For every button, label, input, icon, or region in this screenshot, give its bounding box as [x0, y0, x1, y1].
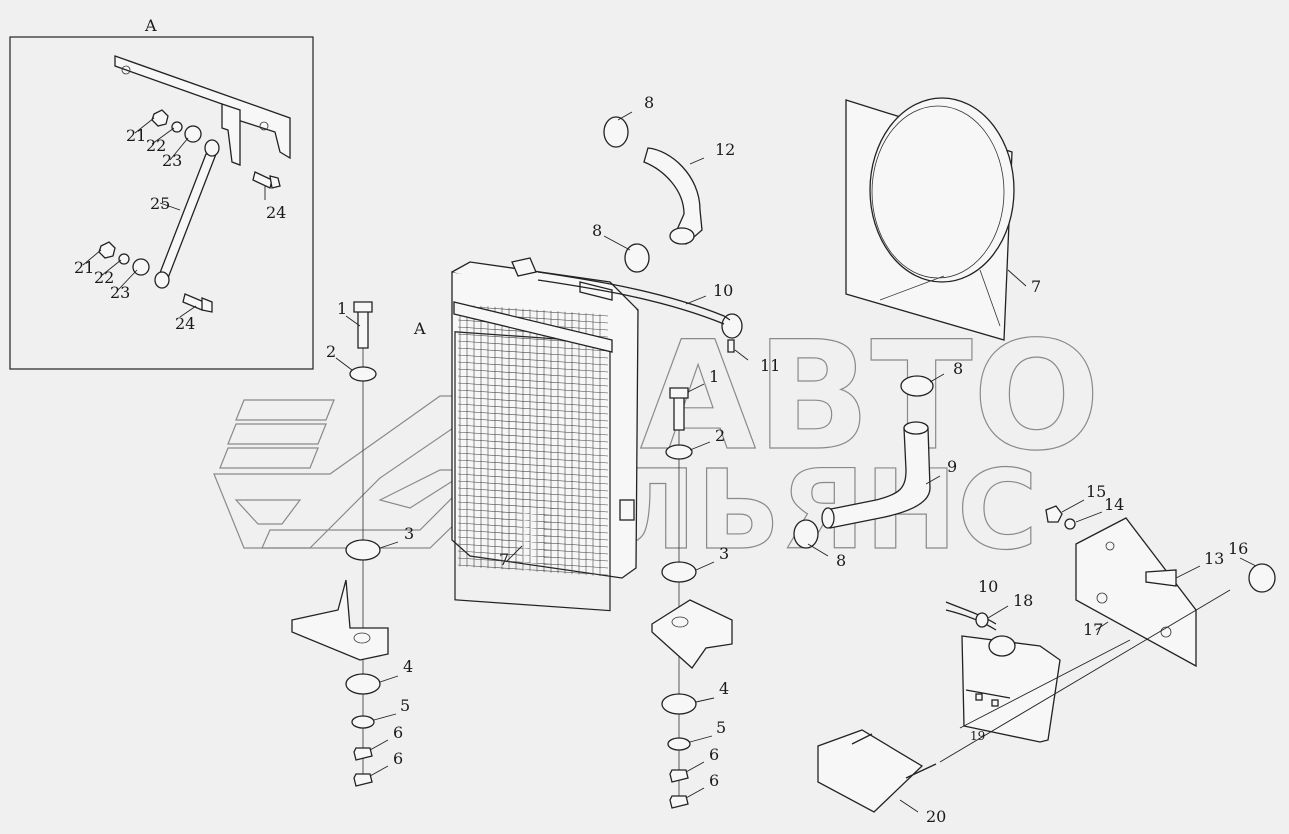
upper-hose — [643, 147, 703, 245]
callout-i-24a: 24 — [266, 203, 286, 222]
callout-labels-small: 19 — [970, 729, 985, 743]
callout-c-17: 17 — [1083, 620, 1103, 639]
callout-c-8b: 8 — [592, 221, 602, 240]
callout-c-4b: 4 — [719, 679, 729, 698]
clamps — [603, 116, 934, 549]
callout-c-9: 9 — [947, 457, 957, 476]
expansion-tank — [961, 635, 1061, 743]
inset-frame-bracket — [114, 55, 291, 166]
callout-c-7a: 7 — [1031, 277, 1041, 296]
callout-c-8c: 8 — [953, 359, 963, 378]
callout-c-18: 18 — [1013, 591, 1033, 610]
callout-c-10b: 10 — [978, 577, 998, 596]
right-mount-stack — [651, 387, 733, 809]
radiator-core — [454, 331, 611, 612]
callout-i-23a: 23 — [162, 151, 182, 170]
fan-shroud — [845, 97, 1015, 341]
callout-i-21a: 21 — [126, 126, 146, 145]
inset-view-a: A — [9, 16, 314, 370]
callout-c-1a: 1 — [337, 299, 347, 318]
watermark-line1: АВТО — [640, 310, 1100, 484]
left-mount-stack — [291, 301, 389, 787]
callout-c-15: 15 — [1086, 482, 1106, 501]
tank-bracket — [1045, 505, 1276, 668]
watermark-logo: АВТО АЛЬЯНС — [213, 309, 1101, 575]
callout-c-11: 11 — [760, 356, 780, 375]
callout-i-21b: 21 — [74, 258, 94, 277]
callout-c-13: 13 — [1204, 549, 1224, 568]
callout-c-14: 14 — [1104, 495, 1124, 514]
callout-c-16: 16 — [1228, 539, 1248, 558]
inset-frame — [9, 36, 314, 370]
callout-i-24b: 24 — [175, 314, 195, 333]
callout-c-4a: 4 — [403, 657, 413, 676]
callout-c-3b: 3 — [719, 544, 729, 563]
callout-c-6d: 6 — [709, 771, 719, 790]
tank-strap — [817, 729, 937, 813]
tank-tube — [945, 601, 997, 631]
inset-leaders — [82, 117, 266, 318]
callout-c-8d: 8 — [836, 551, 846, 570]
callout-c-12: 12 — [715, 140, 735, 159]
overflow-tube — [537, 271, 735, 353]
inset-fasteners — [98, 109, 281, 313]
radiator-mesh — [457, 304, 609, 577]
callout-c-1b: 1 — [709, 367, 719, 386]
inset-title: A — [144, 16, 157, 35]
lower-hose — [821, 421, 931, 529]
callout-i-22b: 22 — [94, 268, 114, 287]
callout-i-25: 25 — [150, 194, 170, 213]
callout-c-7b: 7 — [499, 550, 509, 569]
callout-c-6c: 6 — [709, 745, 719, 764]
callout-c-20: 20 — [926, 807, 946, 826]
callout-c-8a: 8 — [644, 93, 654, 112]
callout-c-5b: 5 — [716, 718, 726, 737]
callout-c-3a: 3 — [404, 524, 414, 543]
inset-rod — [154, 139, 220, 289]
callout-c-19: 19 — [970, 729, 985, 743]
main-leaders — [335, 111, 1257, 813]
callout-c-2b: 2 — [715, 426, 725, 445]
callout-c-2a: 2 — [326, 342, 336, 361]
callout-c-6b: 6 — [393, 749, 403, 768]
callout-i-23b: 23 — [110, 283, 130, 302]
callout-c-6a: 6 — [393, 723, 403, 742]
callout-c-5a: 5 — [400, 696, 410, 715]
radiator-assembly — [451, 257, 639, 612]
callout-c-10a: 10 — [713, 281, 733, 300]
callout-i-22a: 22 — [146, 136, 166, 155]
view-marker-a: A — [413, 319, 426, 338]
